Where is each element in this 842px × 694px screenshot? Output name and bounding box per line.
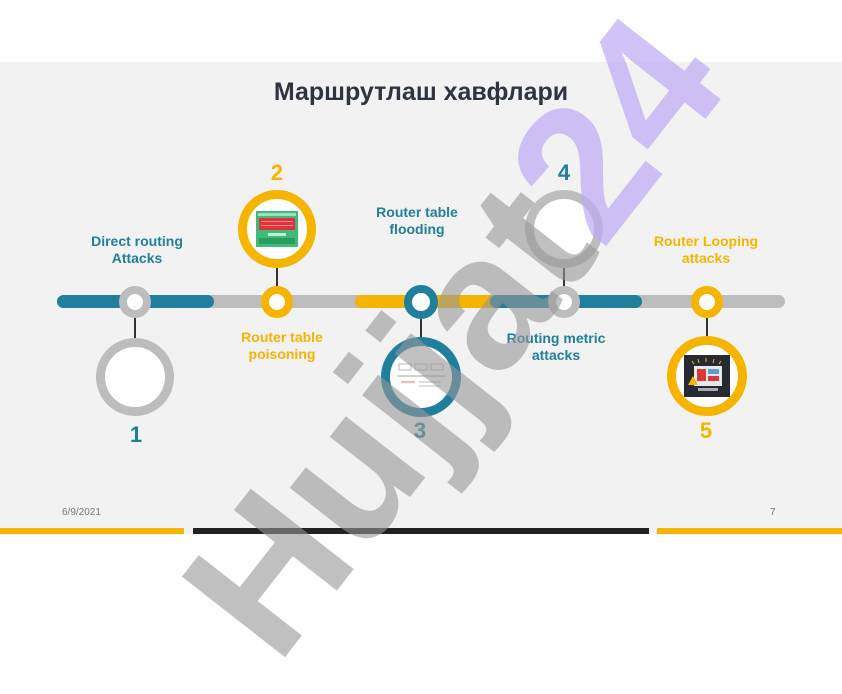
item-5-marker[interactable]	[691, 286, 723, 318]
item-3-marker[interactable]	[404, 285, 438, 319]
routing-table-icon	[256, 211, 298, 247]
item-1-stem	[134, 318, 136, 340]
footer-page-number: 7	[770, 507, 776, 518]
item-2-stem	[276, 268, 278, 288]
alert-computer-icon	[684, 355, 730, 397]
item-4-marker[interactable]	[548, 286, 580, 318]
item-2-marker[interactable]	[261, 286, 293, 318]
item-4-circle[interactable]	[525, 190, 603, 268]
item-3-number: 3	[413, 418, 427, 443]
item-5-number: 5	[699, 418, 713, 443]
slide-title: Маршрутлаш хавфлари	[273, 78, 569, 106]
footer-line-left	[0, 528, 184, 534]
footer-date: 6/9/2021	[62, 507, 101, 518]
item-4-number: 4	[557, 160, 571, 185]
footer-line-center	[193, 528, 649, 534]
item-1-number: 1	[129, 422, 143, 447]
network-diagram-icon	[397, 363, 445, 387]
item-2-number: 2	[270, 160, 284, 185]
item-1-circle[interactable]	[96, 338, 174, 416]
item-3-circle[interactable]	[381, 337, 461, 417]
footer-line-right	[657, 528, 842, 534]
item-5-stem	[706, 318, 708, 338]
item-2-circle[interactable]	[238, 190, 316, 268]
item-5-circle[interactable]	[667, 336, 747, 416]
item-3-stem	[420, 319, 422, 339]
item-1-marker[interactable]	[119, 286, 151, 318]
item-4-stem	[563, 268, 565, 288]
